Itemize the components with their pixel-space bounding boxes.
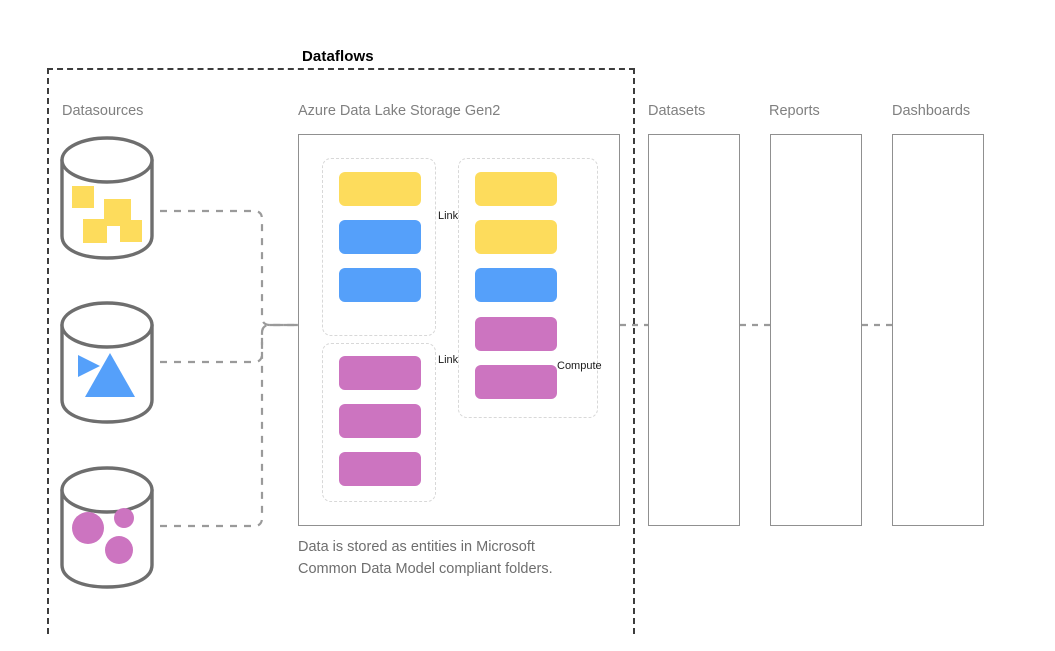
blue-triangles-glyph [78, 353, 135, 397]
edge-label-compute: Compute [557, 360, 602, 372]
dataflows-frame [47, 68, 635, 634]
entity-bar-r1 [475, 172, 557, 206]
datasource-cylinder-1 [60, 136, 154, 260]
column-label-dashboards: Dashboards [892, 103, 971, 119]
column-label-adls: Azure Data Lake Storage Gen2 [298, 103, 501, 119]
folder-left-bottom [322, 343, 436, 502]
entity-bar-l6 [339, 452, 421, 486]
yellow-squares-glyph [72, 186, 142, 243]
datasets-panel [648, 134, 740, 526]
page-title: Dataflows [302, 48, 374, 65]
entity-bar-l3 [339, 268, 421, 302]
column-label-datasources: Datasources [62, 103, 144, 119]
entity-bar-r4 [475, 317, 557, 351]
folder-left-top [322, 158, 436, 336]
storage-caption: Data is stored as entities in Microsoft … [298, 539, 553, 577]
entity-bar-r5 [475, 365, 557, 399]
connector-datasource-1 [160, 209, 298, 327]
datasource-cylinder-3 [60, 466, 154, 589]
edge-label-link-bottom: Link [438, 354, 459, 366]
connector-datasource-3 [160, 323, 298, 528]
column-label-datasets: Datasets [648, 103, 706, 119]
entity-bar-r2 [475, 220, 557, 254]
column-label-reports: Reports [769, 103, 820, 119]
datasource-cylinder-2 [60, 301, 154, 424]
entity-bar-l4 [339, 356, 421, 390]
dashboards-panel [892, 134, 984, 526]
entity-bar-l2 [339, 220, 421, 254]
edge-label-link-top: Link [438, 210, 459, 222]
entity-bar-l1 [339, 172, 421, 206]
entity-bar-r3 [475, 268, 557, 302]
entity-bar-l5 [339, 404, 421, 438]
folder-right [458, 158, 598, 418]
reports-panel [770, 134, 862, 526]
pink-circles-glyph [72, 508, 134, 564]
